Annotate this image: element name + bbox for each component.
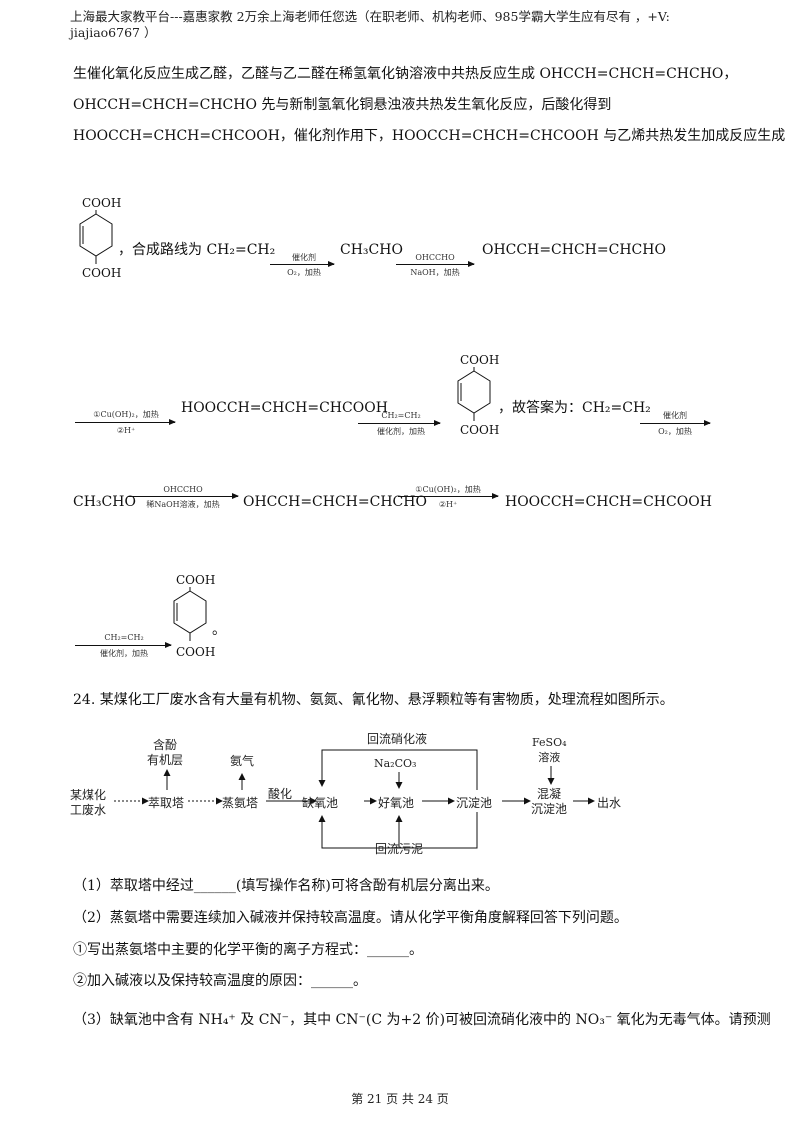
cond-cat-heat-2: 催化剂，加热 [100,649,148,658]
cond-ohccho-1: OHCCHO [415,253,455,262]
structure-cooh-top: COOH [82,196,122,210]
solution-paragraph-2: OHCCH=CHCH=CHCHO 先与新制氢氧化铜悬浊液共热发生氧化反应，后酸化… [73,97,612,113]
diacid-1: HOOCCH=CHCH=CHCOOH [181,400,388,416]
solution-paragraph-1: 生催化氧化反应生成乙醛，乙醛与乙二醛在稀氢氧化钠溶液中共热反应生成 OHCCH=… [73,66,738,82]
header-line-2: jiajiao6767 ） [70,25,157,40]
cond-cuoh2-2: ①Cu(OH)₂，加热 [415,485,481,494]
cond-catalyst-2: 催化剂 [663,411,687,420]
ch3cho-2: CH₃CHO [73,494,136,510]
cond-ethylene-2: CH₂=CH₂ [104,633,144,642]
header-line-1: 上海最大家教平台---嘉惠家教 2万余上海老师任您选（在职老师、机构老师、985… [70,9,670,24]
flow-source-line-1: 某煤化 [70,788,107,802]
flow-extraction-tower: 萃取塔 [148,796,185,810]
flow-ammonia-gas: 氨气 [230,754,255,768]
cond-cuoh2-1: ①Cu(OH)₂，加热 [93,410,159,419]
cond-h-1: ②H⁺ [116,426,136,435]
structure-cooh-bottom: COOH [176,645,216,659]
flow-coagulation-tank: 混凝 沉淀池 [531,787,567,817]
flow-reflux-sludge: 回流污泥 [375,842,424,856]
flow-na2co3: Na₂CO₃ [374,757,417,770]
flow-source-line-2: 工废水 [70,803,107,817]
structure-cooh-bottom: COOH [82,266,122,280]
flow-phenol-line-1: 含酚 [153,738,178,752]
cond-ethylene-1: CH₂=CH₂ [381,411,421,420]
question-24-part-2a: ①写出蒸氨塔中主要的化学平衡的离子方程式：______。 [73,942,423,958]
page-footer: 第 21 页 共 24 页 [351,1092,449,1106]
flow-reflux-nitrate: 回流硝化液 [367,732,428,746]
answer-intro: ，故答案为：CH₂=CH₂ [498,400,651,416]
arrow-icon [398,493,499,499]
cond-h-2: ②H⁺ [438,500,458,509]
flow-feso4: FeSO₄ 溶液 [532,735,567,765]
question-24-title: 24. 某煤化工厂废水含有大量有机物、氨氮、氰化物、悬浮颗粒等有害物质，处理流程… [73,692,674,708]
arrow-icon [128,493,239,499]
cond-dilute-naoh: 稀NaOH溶液，加热 [146,500,220,509]
flow-ammonia-stripper: 蒸氨塔 [222,796,259,810]
question-24-part-1: （1）萃取塔中经过______(填写操作名称)可将含酚有机层分离出来。 [73,878,499,894]
flow-feso4-line-2: 溶液 [538,751,561,764]
cond-ohccho-2: OHCCHO [163,485,203,494]
cond-catalyst: 催化剂 [292,253,316,262]
route-intro: ，合成路线为 CH₂=CH₂ [118,242,276,258]
cond-naoh-heat: NaOH，加热 [410,268,460,277]
cond-o2-heat: O₂，加热 [287,268,321,277]
question-24-part-3: （3）缺氧池中含有 NH₄⁺ 及 CN⁻，其中 CN⁻(C 为+2 价)可被回流… [73,1012,771,1028]
cond-o2-heat-2: O₂，加热 [658,427,692,436]
flow-anoxic-tank: 缺氧池 [302,796,339,810]
dialdehyde-2: OHCCH=CHCH=CHCHO [243,494,427,510]
solution-paragraph-3: HOOCCH=CHCH=CHCOOH，催化剂作用下，HOOCCH=CHCH=CH… [73,128,786,144]
diacid-2: HOOCCH=CHCH=CHCOOH [505,494,712,510]
arrow-icon [270,261,335,267]
flow-settling-tank: 沉淀池 [456,796,493,810]
flow-coag-line-1: 混凝 [537,787,562,801]
ring-icon [173,587,207,641]
structure-cooh-top: COOH [460,353,500,367]
flow-acidify: 酸化 [268,787,293,801]
arrow-icon [75,419,176,425]
dialdehyde-1: OHCCH=CHCH=CHCHO [482,242,666,258]
cond-cat-heat-1: 催化剂，加热 [377,427,425,436]
flow-source: 某煤化 工废水 [70,788,106,818]
flow-outlet: 出水 [597,796,622,810]
flow-lines [114,749,595,849]
arrow-icon [358,420,441,426]
question-24-part-2b: ②加入碱液以及保持较高温度的原因：______。 [73,973,367,989]
flow-phenol-line-2: 有机层 [147,753,184,767]
arrow-icon [75,642,172,648]
question-24-part-2: （2）蒸氨塔中需要连续加入碱液并保持较高温度。请从化学平衡角度解释回答下列问题。 [73,910,628,926]
structure-cooh-bottom: COOH [460,423,500,437]
flow-coag-line-2: 沉淀池 [531,802,568,816]
ch3cho-1: CH₃CHO [340,242,403,258]
structure-cooh-top: COOH [176,573,216,587]
flow-oxic-tank: 好氧池 [378,796,415,810]
arrow-icon [396,261,475,267]
flow-feso4-line-1: FeSO₄ [532,736,567,749]
ring-icon [79,210,113,264]
ring-icon [457,367,491,421]
flow-phenol-layer: 含酚 有机层 [147,738,183,768]
arrow-icon [640,420,711,426]
final-period: 。 [212,622,226,638]
